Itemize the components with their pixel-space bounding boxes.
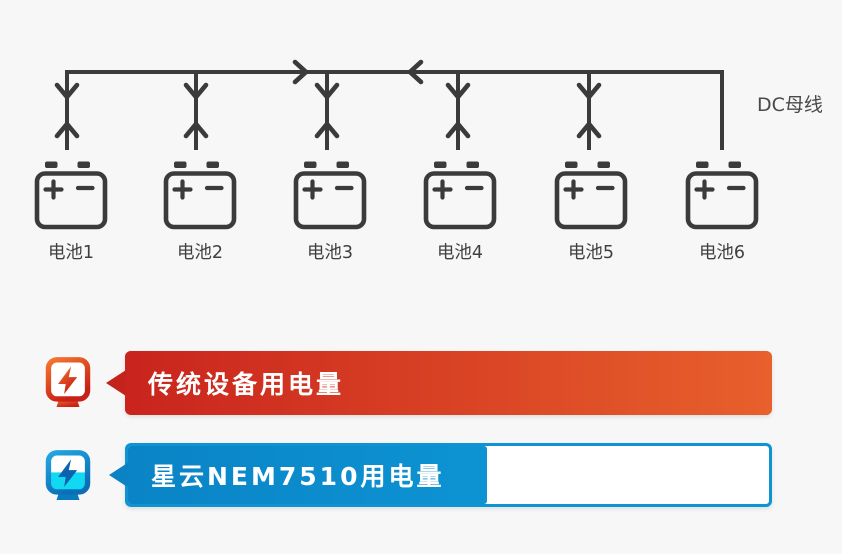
battery-body — [163, 171, 237, 230]
bar-label: 星云NEM7510用电量 — [151, 462, 445, 491]
flow-arrow-pair-4 — [445, 82, 471, 139]
flow-arrow-up-icon — [183, 121, 209, 139]
nem7510-power-bar: 星云NEM7510用电量 — [109, 443, 772, 507]
flow-arrow-down-icon — [576, 82, 602, 100]
battery-terminal — [696, 161, 709, 168]
battery-label: 电池6 — [699, 243, 745, 263]
legend-row-traditional: 传统设备用电量 — [0, 351, 842, 415]
battery-label: 电池2 — [177, 243, 223, 263]
flow-arrow-down-icon — [445, 82, 471, 100]
battery-terminal — [565, 161, 578, 168]
flow-arrow-pair-3 — [314, 82, 340, 139]
battery-icon-4: 电池4 — [423, 161, 497, 263]
battery-icon-1: 电池1 — [34, 161, 108, 263]
bus-flow-left-arrow-icon — [407, 59, 424, 85]
battery-icon-6: 电池6 — [685, 161, 759, 263]
bar-fill — [125, 351, 772, 415]
battery-terminal — [336, 161, 349, 168]
flow-arrow-up-icon — [54, 121, 80, 139]
battery-body — [34, 171, 108, 230]
flow-arrow-up-icon — [445, 121, 471, 139]
dc-bus-diagram: 电池1 电池2 电池3 电池4 — [34, 59, 823, 263]
battery-label: 电池1 — [48, 243, 94, 263]
flow-arrow-pair-1 — [54, 82, 80, 139]
battery-terminal — [174, 161, 187, 168]
battery-terminal — [728, 161, 741, 168]
dc-bus-line — [65, 70, 724, 150]
meter-frame — [45, 357, 91, 402]
battery-terminal — [597, 161, 610, 168]
electric-meter-blue-icon — [45, 450, 91, 500]
battery-terminal — [45, 161, 58, 168]
flow-arrow-up-icon — [576, 121, 602, 139]
battery-icon-5: 电池5 — [554, 161, 628, 263]
bar-pointer-left-icon — [106, 370, 126, 396]
bus-flow-right-arrow-icon — [292, 59, 309, 85]
battery-body — [685, 171, 759, 230]
battery-icon-3: 电池3 — [293, 161, 367, 263]
meter-frame — [45, 450, 91, 495]
electric-meter-red-icon — [45, 357, 91, 407]
dc-bus-label: DC母线 — [757, 94, 823, 116]
battery-body — [293, 171, 367, 230]
bar-label: 传统设备用电量 — [148, 370, 345, 399]
battery-body — [423, 171, 497, 230]
battery-terminal — [304, 161, 317, 168]
lightning-bolt-icon — [58, 366, 78, 394]
battery-terminal — [206, 161, 219, 168]
battery-icon-2: 电池2 — [163, 161, 237, 263]
lightning-bolt-icon — [58, 459, 78, 487]
battery-terminal — [466, 161, 479, 168]
battery-terminal — [434, 161, 447, 168]
battery-label: 电池5 — [568, 243, 614, 263]
battery-body — [554, 171, 628, 230]
flow-arrow-up-icon — [314, 121, 340, 139]
battery-label: 电池4 — [437, 243, 483, 263]
traditional-power-bar: 传统设备用电量 — [106, 351, 772, 415]
battery-label: 电池3 — [307, 243, 353, 263]
battery-terminal — [77, 161, 90, 168]
bar-pointer-left-icon — [109, 462, 129, 488]
flow-arrow-down-icon — [314, 82, 340, 100]
flow-arrow-down-icon — [54, 82, 80, 100]
legend-row-nem7510: 星云NEM7510用电量 — [0, 443, 842, 507]
flow-arrow-pair-5 — [576, 82, 602, 139]
flow-arrow-pair-2 — [183, 82, 209, 139]
bar-fill — [128, 446, 487, 504]
flow-arrow-down-icon — [183, 82, 209, 100]
